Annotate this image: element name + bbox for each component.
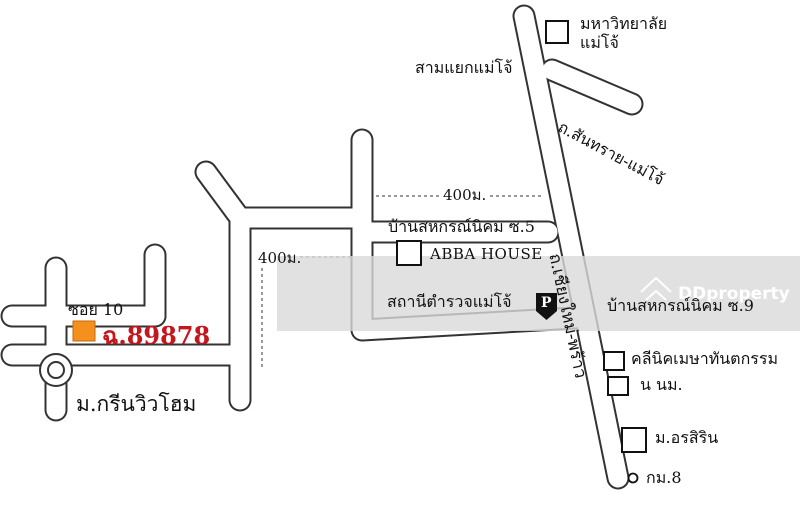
label-university-line1: มหาวิทยาลัย: [580, 14, 668, 33]
label-clinic-line2: น นม.: [640, 375, 683, 394]
label-sahakorn-soi9: บ้านสหกรณ์นิคม ซ.9: [607, 296, 754, 315]
abba-house-icon: [396, 240, 422, 266]
label-distance-left: 400ม.: [258, 249, 302, 267]
property-location-icon: [72, 320, 96, 342]
label-soi10: ซอย 10: [68, 300, 124, 319]
label-clinic-line1: คลีนิคเมษาทันตกรรม: [631, 349, 778, 368]
police-badge-letter: P: [541, 295, 552, 311]
label-maejo-junction: สามแยกแม่โจ้: [415, 58, 513, 77]
watermark-house-icon: [640, 276, 672, 301]
label-police-station: สถานีตำรวจแม่โจ้: [387, 292, 512, 311]
label-green-view-home: ม.กรีนวิวโฮม: [76, 392, 197, 416]
watermark-text: DDproperty: [678, 284, 790, 304]
label-km8: กม.8: [646, 468, 682, 487]
label-orasirin: ม.อรสิริน: [655, 428, 719, 447]
label-university-line2: แม่โจ้: [580, 33, 619, 52]
label-sahakorn-soi5: บ้านสหกรณ์นิคม ซ.5: [388, 217, 535, 236]
label-abba-house: ABBA HOUSE: [430, 245, 543, 263]
clinic-icon-upper: [603, 351, 625, 371]
km8-marker-icon: [627, 472, 639, 484]
university-icon: [545, 20, 569, 44]
orasirin-icon: [621, 427, 647, 453]
label-distance-top: 400ม.: [443, 186, 487, 204]
police-badge-icon: [536, 293, 557, 320]
label-listing-code: ฉ.89878: [102, 321, 211, 350]
clinic-icon-lower: [607, 376, 629, 396]
